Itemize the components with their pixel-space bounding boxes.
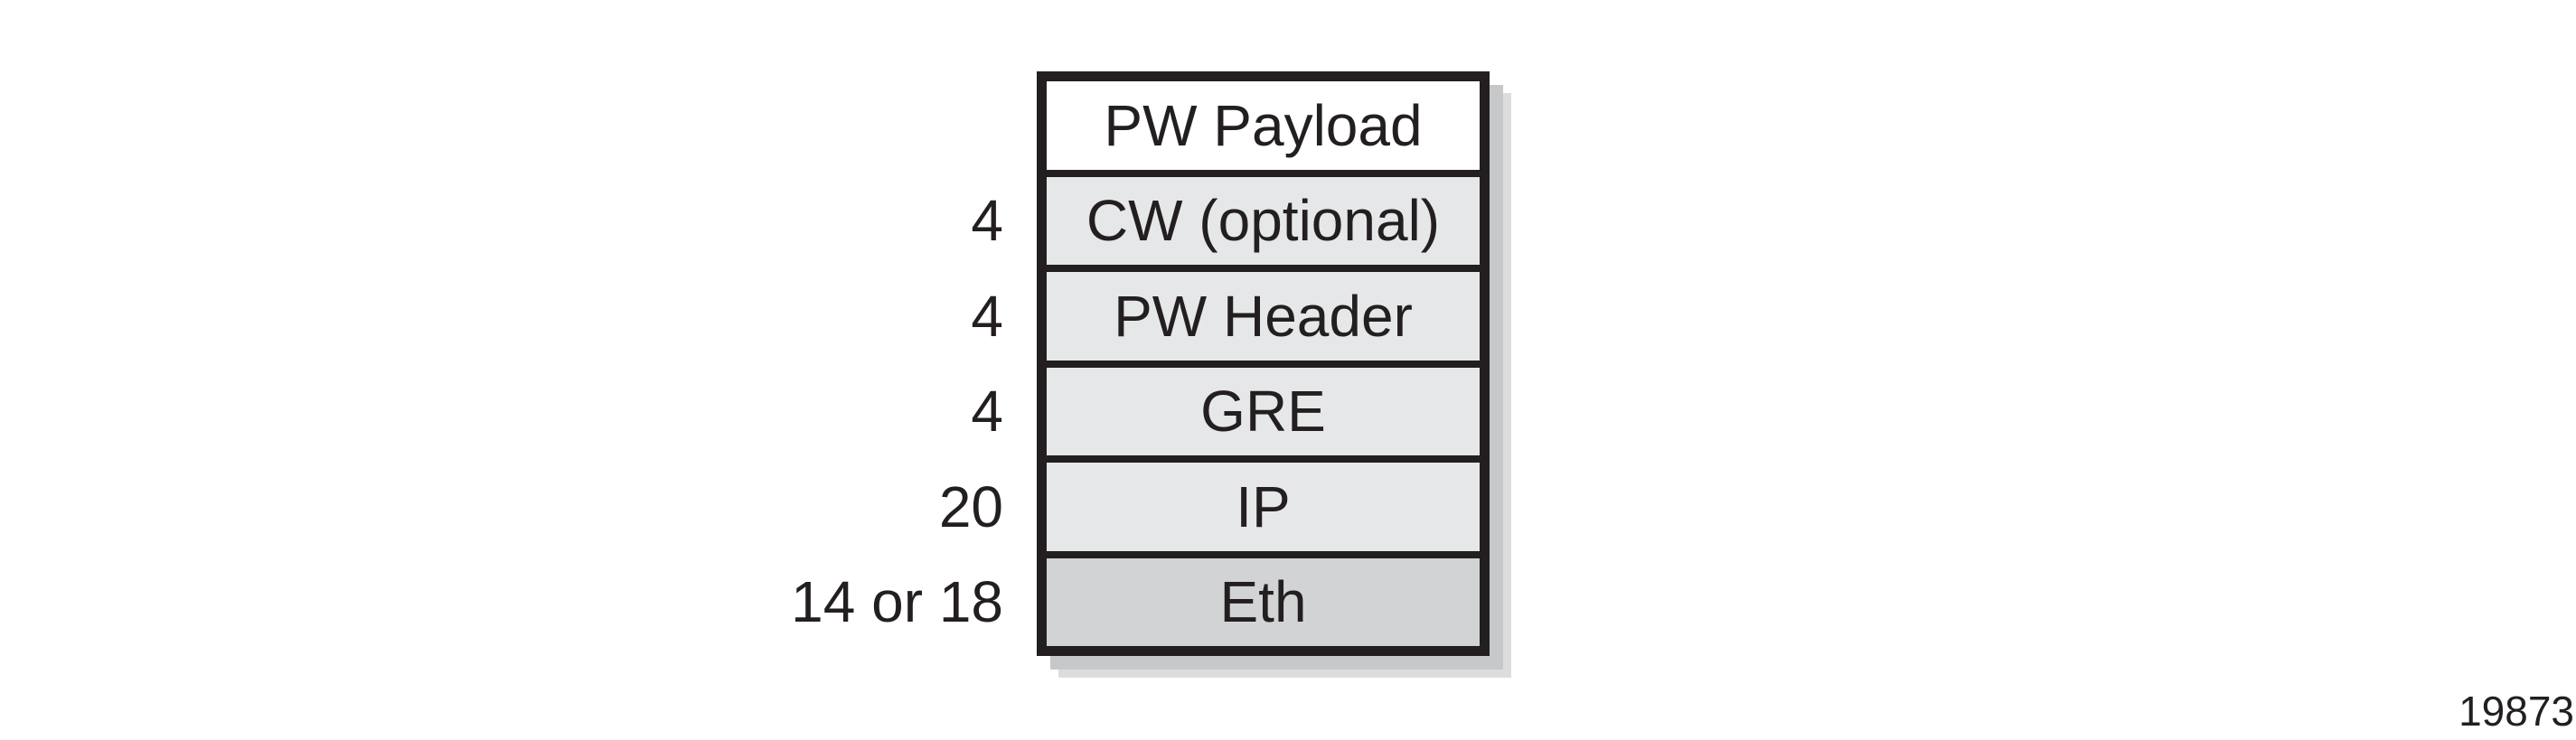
stack-row-label: CW (optional) (1086, 188, 1441, 254)
stack-row-pw-payload: PW Payload (1047, 81, 1480, 170)
stack-row-pw-header: PW Header (1047, 265, 1480, 361)
stack-row-label: PW Payload (1104, 92, 1423, 158)
stack-row-label: GRE (1200, 379, 1326, 445)
stack-row-label: Eth (1219, 569, 1307, 635)
stack-row-cw: CW (optional) (1047, 169, 1480, 265)
stack-row-ip: IP (1047, 455, 1480, 551)
size-label-pw-header: 4 (971, 284, 1003, 349)
size-label-eth: 14 or 18 (791, 569, 1003, 634)
size-label-cw: 4 (971, 188, 1003, 253)
size-label-ip: 20 (938, 474, 1003, 539)
stack-row-label: IP (1236, 473, 1291, 539)
stack-row-eth: Eth (1047, 550, 1480, 646)
figure-number: 19873 (2458, 688, 2574, 735)
protocol-stack-box: PW Payload CW (optional) PW Header GRE I… (1037, 71, 1490, 656)
size-label-gre: 4 (971, 379, 1003, 444)
stack-row-gre: GRE (1047, 360, 1480, 455)
stack-row-label: PW Header (1114, 283, 1413, 349)
